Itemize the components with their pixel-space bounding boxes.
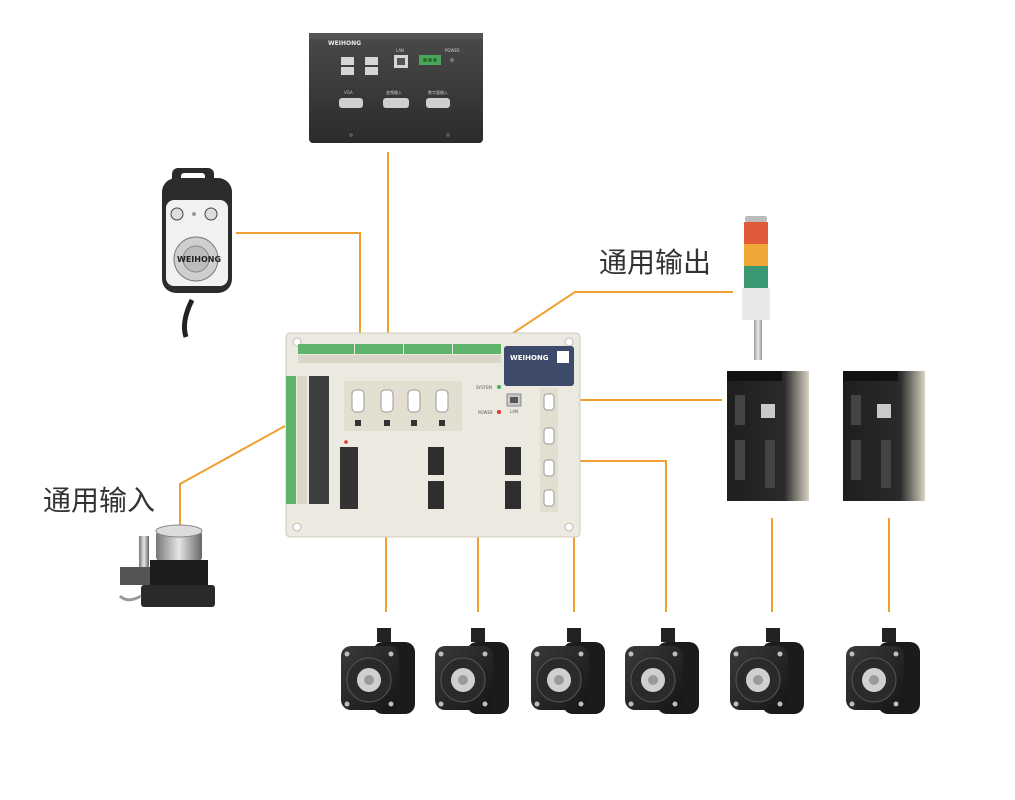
tool-setter-icon (118, 524, 215, 607)
box-port-spindle: 变频输入 (386, 89, 402, 95)
interface-box: WEIHONG LAN POWER VGA 变频输入 数字量输入 (309, 33, 483, 143)
controller-brand-box (504, 346, 574, 386)
status-system: SYSTEM (476, 385, 492, 390)
box-port-vga: VGA (344, 90, 353, 95)
handwheel-brand: WEIHONG (177, 255, 221, 264)
line-general-output (494, 291, 733, 346)
left-terminal-strip (286, 376, 329, 504)
controller-board: WEIHONG SYSTEM POWER (285, 332, 581, 538)
box-port-lan: LAN (396, 48, 404, 53)
servo-motor-icon (341, 628, 920, 714)
db-connectors (339, 98, 450, 108)
handwheel-pendant-icon: WEIHONG (162, 168, 232, 338)
servo-drive-icon (727, 371, 925, 501)
db-connector-panel (344, 381, 462, 431)
servo-motor-5 (730, 628, 804, 714)
servo-drive-1 (727, 371, 809, 501)
servo-drive-2 (843, 371, 925, 501)
line-general-input (179, 425, 286, 528)
servo-motor-2 (435, 628, 509, 714)
usb-ports (341, 57, 378, 75)
servo-motor-1 (341, 628, 415, 714)
controller-brand: WEIHONG (510, 354, 549, 362)
controller-lan-label: LAN (510, 409, 518, 414)
servo-motor-3 (531, 628, 605, 714)
servo-motor-4 (625, 628, 699, 714)
right-db-column (540, 388, 558, 512)
servo-motor-6 (846, 628, 920, 714)
center-terminal-block (340, 447, 358, 509)
status-power: POWER (478, 410, 493, 415)
signal-tower-icon (742, 216, 770, 360)
top-terminal-strip (298, 344, 501, 363)
box-port-power: POWER (445, 48, 460, 53)
interface-box-brand: WEIHONG (328, 40, 361, 47)
label-general-input: 通用输入 (43, 484, 155, 517)
label-general-output: 通用输出 (599, 246, 711, 279)
box-port-digital: 数字量输入 (428, 89, 448, 95)
servo-connectors (428, 447, 521, 509)
